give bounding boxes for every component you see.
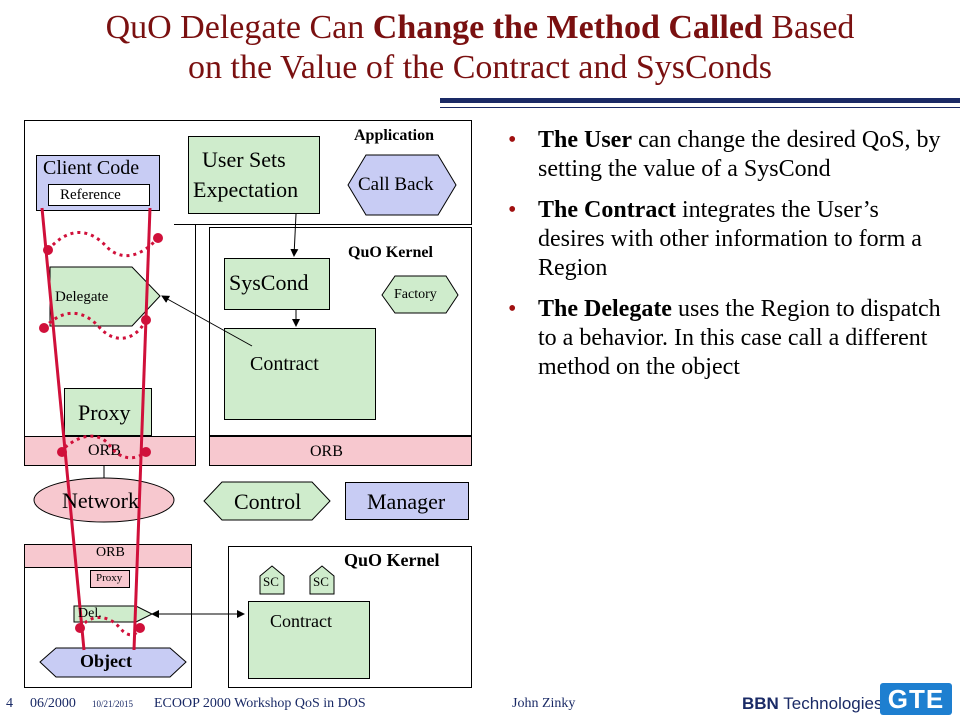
- footer-author: John Zinky: [512, 696, 576, 711]
- slide-number: 4: [6, 696, 13, 711]
- kernel-orb-bar: [209, 436, 472, 466]
- sc-label-1: SC: [263, 574, 279, 589]
- client-orb-bar: [24, 436, 196, 466]
- bullet-item-contract: • The Contract integrates the User’s des…: [508, 197, 922, 281]
- slide-title: QuO Delegate Can Change the Method Calle…: [105, 9, 855, 86]
- proxy-box: [64, 388, 152, 436]
- client-orb-label: ORB: [88, 442, 121, 459]
- user-sets-label-2: Expectation: [193, 177, 299, 202]
- call-back-label: Call Back: [358, 174, 434, 195]
- contract-box: [224, 328, 376, 420]
- sc-shape-1: [259, 565, 285, 595]
- bullet-dot: •: [508, 197, 517, 223]
- contract-label: Contract: [250, 353, 319, 375]
- bullet-item-user: • The User can change the desired QoS, b…: [508, 127, 941, 182]
- proxy-small-box: [90, 570, 130, 588]
- gte-logo: GTE: [880, 683, 952, 715]
- footer-small-date: 10/21/2015: [92, 699, 134, 709]
- reference-box: [48, 184, 150, 206]
- kernel-orb-label: ORB: [310, 443, 343, 460]
- call-back-hexagon: [347, 154, 457, 216]
- bullet-dot: •: [508, 127, 517, 153]
- proxy-label: Proxy: [78, 400, 131, 425]
- bullet-list: • The User can change the desired QoS, b…: [508, 126, 948, 394]
- client-code-label: Client Code: [43, 157, 140, 179]
- manager-label: Manager: [367, 489, 446, 514]
- reference-label: Reference: [60, 187, 121, 203]
- control-hexagon: [203, 481, 331, 521]
- manager-box: [345, 482, 469, 520]
- contract-lower-box: [248, 601, 370, 679]
- object-orb-label: ORB: [96, 545, 125, 560]
- delegate-label: Delegate: [55, 289, 109, 305]
- user-sets-label-1: User Sets: [202, 147, 286, 172]
- syscond-label: SysCond: [229, 270, 309, 295]
- del-label: Del.: [78, 606, 102, 621]
- contract-lower-label: Contract: [270, 611, 332, 631]
- quo-kernel-lower-label: QuO Kernel: [344, 550, 440, 570]
- application-label: Application: [354, 127, 435, 144]
- bullet-dot: •: [508, 296, 517, 322]
- quo-kernel-label: QuO Kernel: [348, 244, 433, 261]
- proxy-small-label: Proxy: [96, 572, 123, 584]
- title-underline: [440, 98, 960, 111]
- object-orb-bar: [24, 544, 192, 568]
- slide-footer: 4 06/2000 10/21/2015 ECOOP 2000 Workshop…: [0, 694, 960, 716]
- sc-shape-2: [309, 565, 335, 595]
- user-sets-box: [188, 136, 320, 214]
- factory-label: Factory: [394, 287, 437, 302]
- footer-org: BBN Technologies: [742, 694, 883, 713]
- object-label: Object: [80, 651, 132, 671]
- footer-date: 06/2000: [30, 696, 76, 711]
- object-hexagon: [39, 647, 187, 678]
- call-path-dots: [39, 233, 163, 633]
- control-label: Control: [234, 489, 302, 514]
- call-path-lines: [40, 207, 160, 651]
- network-label: Network: [62, 488, 139, 513]
- bullet-item-delegate: • The Delegate uses the Region to dispat…: [508, 296, 941, 380]
- factory-hexagon: [381, 275, 459, 314]
- syscond-box: [224, 258, 330, 310]
- sc-label-2: SC: [313, 574, 329, 589]
- footer-event: ECOOP 2000 Workshop QoS in DOS: [154, 696, 366, 711]
